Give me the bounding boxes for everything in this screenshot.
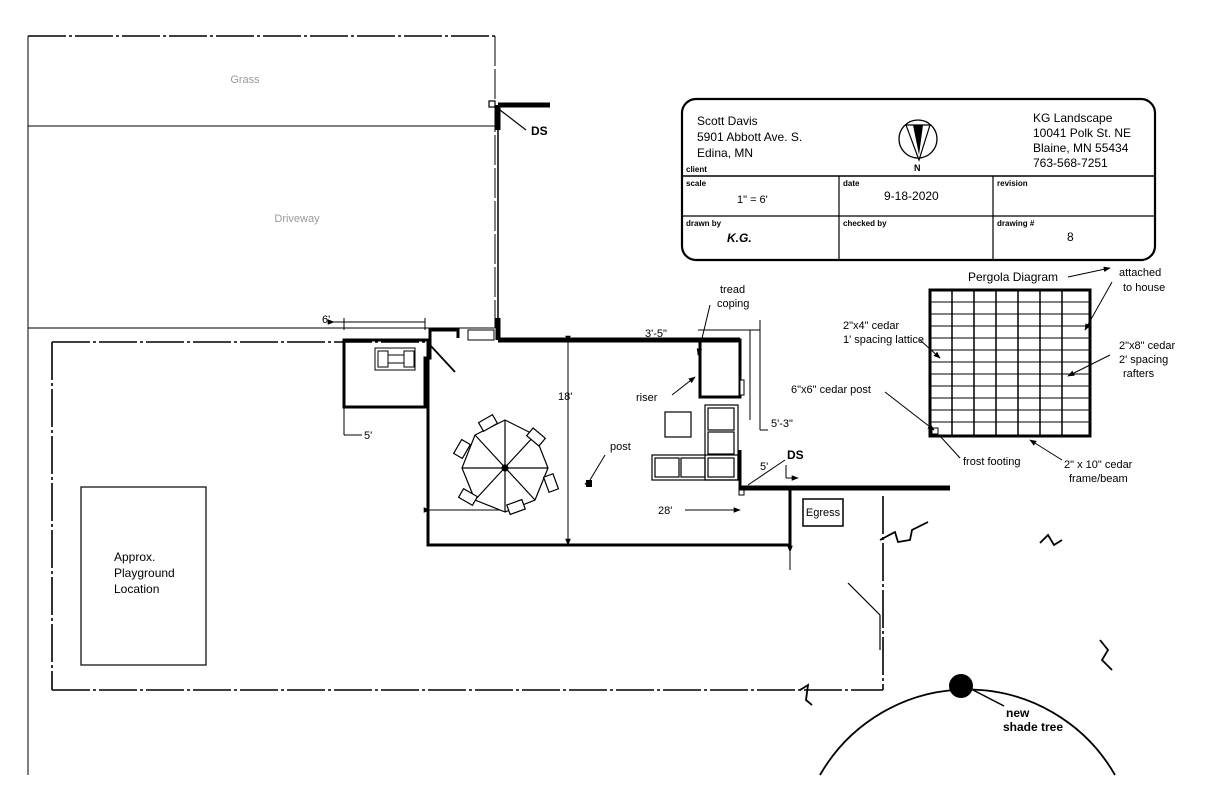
north-label: N [914,163,921,173]
patio-outline [342,328,792,547]
dim-3-5: 3'-5" [645,328,667,340]
dim-5-left: 5' [364,430,372,442]
pergola-attached-2: to house [1123,282,1165,294]
coping-mark [739,379,745,396]
driveway-area [28,36,496,329]
pergola-attached-1: attached [1119,267,1161,279]
step-box [698,338,742,399]
title-block [680,97,1157,262]
ds-right-leader [747,459,786,486]
dim-6: 6' [322,314,330,326]
sectional-sofa [651,404,739,481]
pergola-rafter-1: 2"x8" cedar [1119,340,1175,352]
patio-chair [374,347,416,371]
pergola-leaders [884,266,1113,461]
date-label: date [843,179,860,188]
company-name: KG Landscape [1033,111,1113,125]
drawing-no-label: drawing # [997,219,1035,228]
revision-label: revision [997,179,1028,188]
dining-table-umbrella [461,419,549,513]
tree-cut-line [847,582,881,616]
company-address-2: Blaine, MN 55434 [1033,141,1129,155]
pergola-frame-1: 2" x 10" cedar [1064,459,1133,471]
drawn-by-label: drawn by [686,219,722,228]
egress-window [802,498,844,527]
pergola-lattice-1: 2"x4" cedar [843,320,899,332]
dim-18: 18' [558,391,572,403]
client-address-1: 5901 Abbott Ave. S. [697,130,802,144]
client-address-2: Edina, MN [697,146,753,160]
post-leader [584,454,606,487]
tree-leader [972,689,1005,707]
driveway-label: Driveway [274,213,320,225]
patio-step-box [467,329,495,341]
property-lines [27,35,884,775]
egress-label: Egress [806,507,841,519]
client-name: Scott Davis [697,114,758,128]
dim-5-3: 5'-3" [771,418,793,430]
pergola-footing-label: frost footing [963,456,1020,468]
company-phone: 763-568-7251 [1033,156,1108,170]
playground-label-2: Playground [114,566,175,580]
shade-tree-canopy [799,521,1116,776]
tree-label-shade: shade tree [1003,720,1063,734]
drawn-by-value: K.G. [727,231,752,245]
patio-step-line [429,344,456,373]
pergola-lattice-2: 1' spacing lattice [843,334,924,346]
pergola-grid [928,288,1092,438]
ds-top-label: DS [531,124,548,138]
dining-chairs [452,413,560,516]
scale-value: 1" = 6' [737,194,768,206]
ds-right-label: DS [787,448,804,462]
checked-by-label: checked by [843,219,887,228]
post-label: post [610,441,631,453]
north-arrow-icon [898,119,938,162]
scale-label: scale [686,179,707,188]
downspout-top [488,100,527,131]
tree-label-new: new [1006,706,1030,720]
riser-leader [671,376,696,396]
tread-label: tread [720,284,745,296]
tree-trunk [949,674,973,698]
pergola-frame-2: frame/beam [1069,473,1128,485]
pergola-rafter-2: 2' spacing [1119,354,1168,366]
downspout-right [738,489,745,496]
playground-label-3: Location [114,582,159,596]
dim-28: 28' [658,505,672,517]
post-marker [586,480,592,487]
riser-label: riser [636,392,658,404]
ottoman [664,411,692,438]
pergola-post-label: 6"x6" cedar post [791,384,871,396]
pergola-title: Pergola Diagram [968,270,1058,284]
date-value: 9-18-2020 [884,189,939,203]
drawing-no-value: 8 [1067,230,1074,244]
tread-leader [696,304,711,356]
dim-5-right: 5' [760,461,768,473]
grass-label: Grass [230,74,260,86]
dimension-lines [327,318,799,570]
client-label: client [686,165,707,174]
coping-label: coping [717,298,749,310]
playground-label-1: Approx. [114,550,155,564]
playground-area [80,486,207,666]
company-address-1: 10041 Polk St. NE [1033,126,1131,140]
pergola-rafter-3: rafters [1123,368,1155,380]
